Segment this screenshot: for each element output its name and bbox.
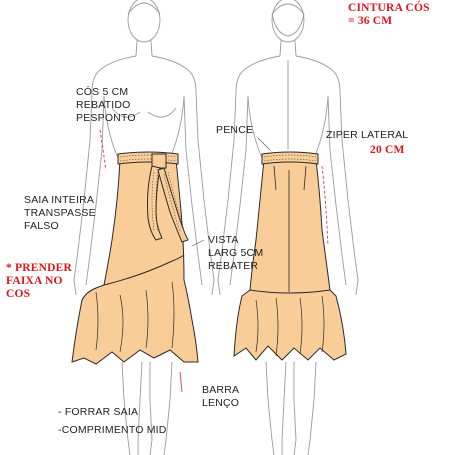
cintura-line-1: CINTURA CÓS — [348, 2, 430, 14]
barra-line-2: LENÇO — [202, 397, 240, 409]
saia-inteira-note: SAIA INTEIRA TRANSPASSE FALSO — [24, 194, 96, 233]
cintura-line-2: = 36 CM — [348, 15, 393, 27]
barra-line-1: BARRA — [202, 384, 240, 396]
pence-label: PENCE — [216, 124, 254, 136]
leader-lines — [191, 137, 271, 247]
general-notes: - FORRAR SAIA -COMPRIMENTO MID — [58, 406, 167, 437]
red-guides — [99, 129, 329, 393]
note-comprimento: -COMPRIMENTO MID — [58, 424, 167, 436]
note-forrar: - FORRAR SAIA — [58, 406, 139, 418]
cintura-note: CINTURA CÓS = 36 CM — [348, 2, 430, 28]
barra-note: BARRA LENÇO — [202, 384, 239, 410]
back-figure — [217, 0, 359, 455]
cos-line-2: REBATIDO — [76, 99, 131, 111]
prender-line-1: * PRENDER — [6, 262, 73, 274]
cos-note: CÓS 5 CM REBATIDO PESPONTO — [76, 86, 136, 125]
cos-line-1: CÓS 5 CM — [76, 86, 129, 98]
saia-line-2: TRANSPASSE — [24, 207, 96, 219]
prender-line-2: FAIXA NO — [6, 275, 63, 287]
ziper-label: ZIPER LATERAL — [326, 129, 409, 141]
front-skirt — [71, 151, 199, 365]
ziper-size: 20 CM — [370, 144, 405, 156]
saia-line-1: SAIA INTEIRA — [24, 194, 95, 206]
prender-note: * PRENDER FAIXA NO COS — [6, 262, 72, 301]
saia-line-3: FALSO — [24, 220, 59, 232]
vista-note: VISTA LARG 5CM REBATER — [208, 234, 263, 273]
vista-line-1: VISTA — [208, 234, 239, 246]
front-figure — [73, 0, 215, 455]
prender-line-3: COS — [6, 288, 31, 300]
vista-line-3: REBATER — [208, 260, 259, 272]
back-skirt — [233, 151, 347, 361]
cos-line-3: PESPONTO — [76, 112, 136, 124]
vista-line-2: LARG 5CM — [208, 247, 264, 259]
